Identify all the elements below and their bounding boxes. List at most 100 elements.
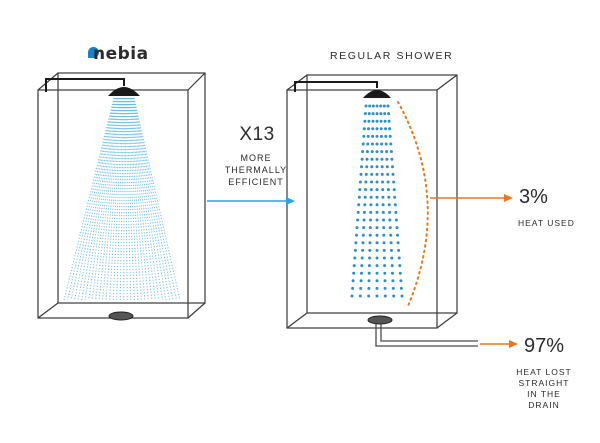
water-drop xyxy=(364,180,368,184)
water-drop xyxy=(383,119,387,123)
water-drop xyxy=(367,127,370,131)
water-drop xyxy=(391,172,395,176)
water-drop xyxy=(387,119,391,123)
water-drop xyxy=(399,279,403,283)
water-drop xyxy=(398,264,402,268)
water-drop xyxy=(385,157,389,161)
water-drop xyxy=(369,218,372,222)
water-drop xyxy=(363,119,367,123)
water-drop xyxy=(351,279,355,283)
water-drop xyxy=(398,271,402,275)
water-drop xyxy=(370,157,374,161)
mist-stream xyxy=(130,97,163,301)
mist-stream xyxy=(116,97,124,301)
water-drop xyxy=(388,210,392,214)
water-drop xyxy=(382,233,386,237)
water-drop xyxy=(395,226,399,230)
water-drop xyxy=(388,226,392,230)
water-drop xyxy=(383,271,387,275)
mist-stream xyxy=(81,97,118,301)
water-drop xyxy=(375,226,379,230)
water-drop xyxy=(383,264,387,268)
water-drop xyxy=(375,172,379,176)
water-drop xyxy=(355,233,358,237)
water-drop xyxy=(362,134,366,138)
regular-water-drops xyxy=(350,104,404,298)
water-drop xyxy=(384,134,388,138)
water-drop xyxy=(375,264,379,268)
water-drop xyxy=(366,142,370,146)
water-drop xyxy=(382,104,386,108)
water-drop xyxy=(399,286,403,290)
water-drop xyxy=(352,271,356,275)
water-drop xyxy=(375,119,379,123)
water-drop xyxy=(368,226,372,230)
water-drop xyxy=(364,188,368,192)
mist-stream xyxy=(88,97,119,301)
mist-stream xyxy=(105,97,122,301)
water-drop xyxy=(369,203,373,207)
water-drop xyxy=(390,256,394,260)
water-drop xyxy=(368,248,372,252)
water-drop xyxy=(389,142,393,146)
water-drop xyxy=(387,203,391,207)
water-drop xyxy=(400,294,404,298)
mist-stream xyxy=(131,97,170,301)
nebia-drain xyxy=(108,311,134,321)
water-drop xyxy=(357,203,361,207)
water-drop xyxy=(375,218,379,222)
mist-stream xyxy=(102,97,122,301)
water-drop xyxy=(362,210,366,214)
water-drop xyxy=(389,241,393,245)
water-drop xyxy=(375,150,379,154)
water-drop xyxy=(397,256,401,260)
water-drop xyxy=(379,104,383,108)
water-drop xyxy=(355,226,359,230)
water-drop xyxy=(361,142,365,146)
water-drop xyxy=(353,256,357,260)
water-drop xyxy=(381,195,385,199)
water-drop xyxy=(380,165,384,169)
water-drop xyxy=(362,218,366,222)
water-drop xyxy=(386,180,390,184)
water-drop xyxy=(375,286,379,290)
water-drop xyxy=(352,264,356,268)
water-drop xyxy=(360,256,364,260)
water-drop xyxy=(382,218,385,222)
mist-stream xyxy=(129,97,156,301)
water-drop xyxy=(383,294,387,298)
water-drop xyxy=(359,279,363,283)
water-drop xyxy=(375,104,379,108)
water-drop xyxy=(375,256,379,260)
water-drop xyxy=(360,271,363,275)
heat-lost-label: HEAT LOST STRAIGHT IN THE DRAIN xyxy=(516,367,572,410)
water-drop xyxy=(382,226,386,230)
water-drop xyxy=(396,233,399,237)
water-drop xyxy=(381,180,384,184)
water-drop xyxy=(370,165,374,169)
water-drop xyxy=(361,241,365,245)
water-drop xyxy=(369,188,373,192)
water-drop xyxy=(387,112,391,116)
water-drop xyxy=(379,127,383,131)
water-drop xyxy=(381,188,385,192)
water-drop xyxy=(362,226,366,230)
water-drop xyxy=(370,172,374,176)
water-drop xyxy=(375,127,379,131)
mist-stream xyxy=(95,97,120,301)
water-drop xyxy=(360,157,364,161)
brand-name: nebia xyxy=(93,44,149,64)
water-drop xyxy=(394,210,398,214)
water-drop xyxy=(358,294,362,298)
water-drop xyxy=(369,195,373,199)
mist-stream xyxy=(67,97,116,301)
water-drop xyxy=(375,188,379,192)
water-drop xyxy=(362,127,366,131)
water-drop xyxy=(351,286,355,290)
mist-stream xyxy=(91,97,120,301)
water-drop xyxy=(375,180,379,184)
water-drop xyxy=(368,104,372,108)
water-drop xyxy=(353,248,357,252)
water-drop xyxy=(388,127,392,131)
